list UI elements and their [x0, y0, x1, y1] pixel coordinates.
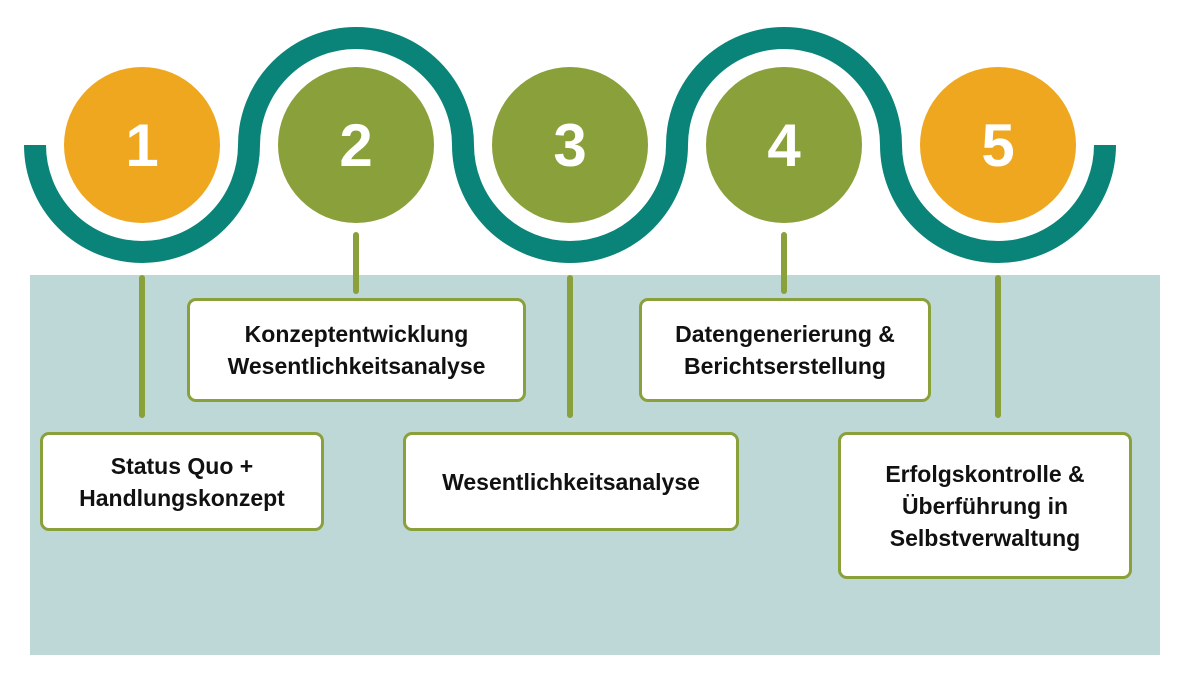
- step-5-connector: [995, 275, 1001, 418]
- step-2-label: Konzeptentwicklung Wesentlichkeitsanalys…: [187, 298, 526, 402]
- step-4-label: Datengenerierung & Berichtserstellung: [639, 298, 931, 402]
- step-4-connector: [781, 232, 787, 294]
- step-5-circle: 5: [920, 67, 1076, 223]
- step-1-circle: 1: [64, 67, 220, 223]
- step-3-label: Wesentlichkeitsanalyse: [403, 432, 739, 531]
- step-3-circle: 3: [492, 67, 648, 223]
- step-4-circle: 4: [706, 67, 862, 223]
- step-1-label: Status Quo + Handlungskonzept: [40, 432, 324, 531]
- step-2-circle: 2: [278, 67, 434, 223]
- step-3-connector: [567, 275, 573, 418]
- step-1-connector: [139, 275, 145, 418]
- step-5-label: Erfolgskontrolle & Überführung in Selbst…: [838, 432, 1132, 579]
- step-2-connector: [353, 232, 359, 294]
- wave-path: [24, 27, 1116, 263]
